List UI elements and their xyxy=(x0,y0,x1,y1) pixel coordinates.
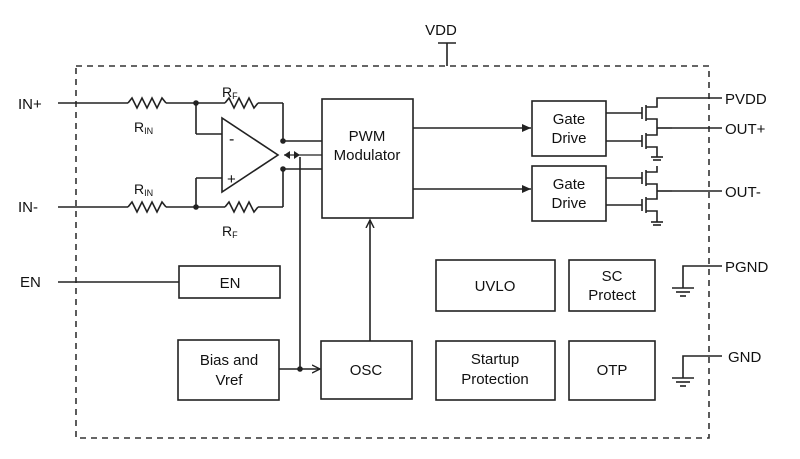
protection-label: Protection xyxy=(461,371,529,388)
pvdd-label: PVDD xyxy=(725,91,767,108)
gate-drive-top-line1: Gate xyxy=(553,111,586,128)
rin-top-label: RIN xyxy=(134,119,153,136)
vdd-pin: VDD xyxy=(425,22,457,66)
otp-label: OTP xyxy=(597,362,628,379)
startup-label: Startup xyxy=(471,351,519,368)
gnd-ground-icon xyxy=(672,355,722,387)
uvlo-block xyxy=(435,259,556,312)
pwm-modulator-block xyxy=(321,98,414,219)
pwm-label: PWM xyxy=(349,128,386,145)
vdd-label: VDD xyxy=(425,22,457,39)
op-amp: - + xyxy=(221,116,280,194)
sc-protect-block xyxy=(568,259,656,312)
osc-block xyxy=(320,340,413,400)
uvlo-label: UVLO xyxy=(475,278,516,295)
rf-bottom-resistor xyxy=(224,200,259,214)
chip-boundary xyxy=(75,65,710,439)
in-minus-label: IN- xyxy=(18,199,38,216)
rf-top-label: RF xyxy=(222,84,238,101)
startup-protection-block xyxy=(435,340,556,401)
modulator-label: Modulator xyxy=(334,147,401,164)
otp-block xyxy=(568,340,656,401)
bias-label: Bias and xyxy=(200,352,258,369)
rf-bottom-label: RF xyxy=(222,223,238,240)
pgnd-label: PGND xyxy=(725,259,769,276)
out-plus-label: OUT+ xyxy=(725,121,766,138)
en-block xyxy=(178,265,281,299)
protect-label: Protect xyxy=(588,287,636,304)
gate-drive-bottom-line1: Gate xyxy=(553,176,586,193)
vref-label: Vref xyxy=(216,372,244,389)
output-stage-bottom xyxy=(606,166,672,226)
opamp-minus: - xyxy=(229,131,234,148)
en-block-label: EN xyxy=(220,275,241,292)
bias-vref-block xyxy=(177,339,280,401)
rin-top-resistor xyxy=(127,96,167,110)
rin-bottom-label: RIN xyxy=(134,181,153,198)
opamp-plus: + xyxy=(227,171,236,188)
rin-bottom-resistor xyxy=(127,200,167,214)
gate-drive-bottom-line2: Drive xyxy=(551,195,586,212)
pgnd-ground-icon xyxy=(672,265,722,297)
gnd-label: GND xyxy=(728,349,762,366)
osc-label: OSC xyxy=(350,362,383,379)
output-stage-top xyxy=(606,97,672,161)
rf-top-resistor xyxy=(224,96,259,110)
gate-drive-bottom-block xyxy=(531,165,607,222)
gate-drive-top-block xyxy=(531,100,607,157)
gate-drive-top-line2: Drive xyxy=(551,130,586,147)
en-pin-label: EN xyxy=(20,274,41,291)
out-minus-label: OUT- xyxy=(725,184,761,201)
sc-label: SC xyxy=(602,268,623,285)
in-plus-label: IN+ xyxy=(18,96,42,113)
